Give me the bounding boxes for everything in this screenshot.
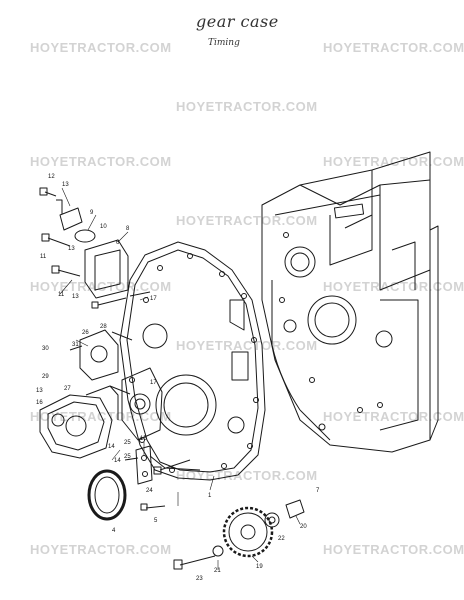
watermark: HOYETRACTOR.COM [323,154,464,169]
callout-label: 13 [62,182,69,188]
callout-label: 24 [146,488,153,494]
callout-label: 28 [100,324,107,330]
timing-gear [222,506,274,558]
callout-label: 10 [100,224,107,230]
callout-label: 13 [68,246,75,252]
pump-mount-plate [121,367,163,441]
callout-label: 19 [256,564,263,570]
watermark: HOYETRACTOR.COM [176,338,318,353]
page-subtitle: Timing [208,38,240,48]
watermark: HOYETRACTOR.COM [323,542,464,557]
bracket [135,445,153,485]
callout-label: 11 [58,292,65,298]
callout-label: 16 [36,400,43,406]
idler-shaft [212,499,305,557]
page-title: gear case [196,12,279,31]
callout-label: 11 [40,254,47,260]
watermark: HOYETRACTOR.COM [30,542,172,557]
watermark: HOYETRACTOR.COM [176,213,318,228]
callout-label: 30 [42,346,49,352]
callout-label: 26 [82,330,89,336]
callout-label: 14 [114,458,121,464]
callout-label: 8 [126,226,130,232]
callout-label: 7 [316,488,320,494]
callout-label: 23 [196,576,203,582]
bolt-set [39,187,216,570]
watermark: HOYETRACTOR.COM [323,40,464,55]
callout-label: 27 [64,386,71,392]
callout-label: 17 [150,296,157,302]
callout-label: 29 [42,374,49,380]
callout-label: 5 [154,518,158,524]
watermark: HOYETRACTOR.COM [30,40,172,55]
engine-block [261,151,439,453]
water-pump [69,329,119,381]
callout-label: 25 [124,454,131,460]
thermostat-housing [56,199,129,299]
callout-label: 17 [150,380,157,386]
callout-label: 14 [108,444,115,450]
callout-label: 13 [36,388,43,394]
watermark: HOYETRACTOR.COM [323,279,464,294]
callout-label: 12 [48,174,55,180]
gear-case-cover [119,241,266,481]
oil-seal [87,469,127,521]
callout-numbers: 12 13 9 10 8 6 11 13 11 13 17 26 28 30 3… [36,174,320,582]
callout-label: 15 [140,436,147,442]
callout-label: 25 [124,440,131,446]
callout-label: 1 [208,493,212,499]
callout-label: 20 [300,524,307,530]
callout-label: 21 [214,568,221,574]
watermark: HOYETRACTOR.COM [323,409,464,424]
oil-pump-assembly [39,385,119,459]
callout-label: 31 [72,342,79,348]
callout-label: 9 [90,210,94,216]
callout-label: 22 [278,536,285,542]
callout-label: 6 [116,240,120,246]
leader-lines [59,187,301,570]
callout-label: 13 [72,294,79,300]
callout-label: 4 [112,528,116,534]
watermark: HOYETRACTOR.COM [30,154,172,169]
watermark: HOYETRACTOR.COM [176,99,318,114]
